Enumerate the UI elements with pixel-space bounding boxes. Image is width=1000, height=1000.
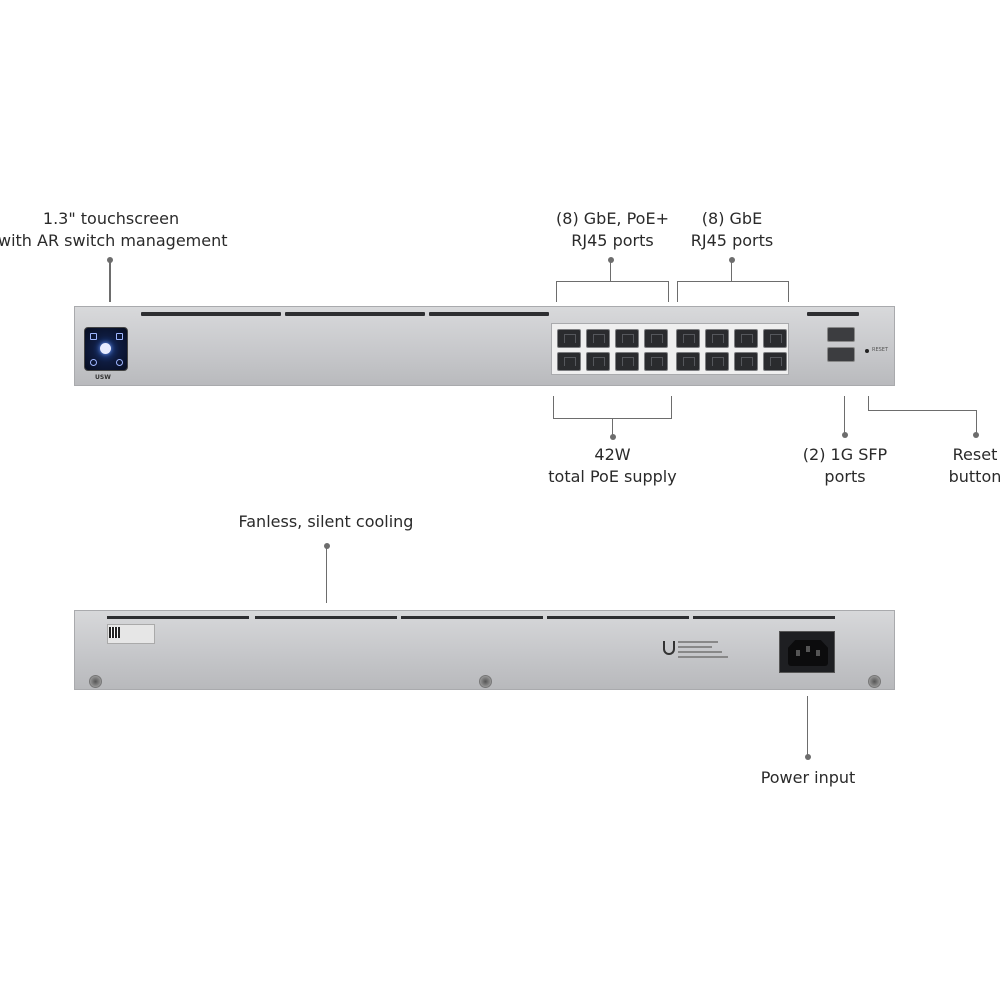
cooling-leader-dot (324, 543, 330, 549)
reset-leader-horizontal (868, 410, 977, 411)
poe-ports-bracket-left (556, 281, 557, 302)
poe-supply-bracket-right (671, 396, 672, 418)
reset-hole-icon[interactable] (865, 349, 869, 353)
screen-center-button[interactable] (100, 343, 111, 354)
gbe-ports-callout-line1: (8) GbE (701, 209, 763, 228)
poe-supply-callout: 42W total PoE supply (540, 444, 685, 488)
front-vent (429, 312, 549, 316)
gbe-ports-bracket (677, 281, 789, 282)
front-vent (285, 312, 425, 316)
rear-vent (401, 616, 543, 619)
touchscreen-callout: 1.3" touchscreen with AR switch manageme… (0, 208, 228, 252)
gbe-ports-bracket-right (788, 281, 789, 302)
cooling-callout: Fanless, silent cooling (238, 512, 414, 531)
rj45-port-icon (763, 329, 787, 348)
poe-supply-callout-line2: total PoE supply (548, 467, 677, 486)
rj45-port-icon (557, 329, 581, 348)
touchscreen-icon[interactable] (84, 327, 128, 371)
power-socket-opening (788, 640, 828, 666)
rj45-port-icon (705, 329, 729, 348)
sfp-leader-dot (842, 432, 848, 438)
rj45-port-icon (763, 352, 787, 371)
poe-ports-bracket (556, 281, 669, 282)
poe-ports-callout: (8) GbE, PoE+ RJ45 ports (540, 208, 685, 252)
front-vent (807, 312, 859, 316)
power-socket-icon[interactable] (779, 631, 835, 673)
rear-vent (547, 616, 689, 619)
touchscreen-callout-line1: 1.3" touchscreen (42, 209, 180, 228)
rj45-port-block (551, 323, 789, 375)
switch-front-panel: USW RESET (74, 306, 895, 386)
poe-ports-leader-stem (610, 260, 611, 281)
poe-ports-callout-line1: (8) GbE, PoE+ (556, 209, 669, 228)
front-vent (141, 312, 281, 316)
rj45-port-icon (586, 329, 610, 348)
sfp-leader-line (844, 396, 845, 434)
rj45-port-icon (676, 329, 700, 348)
poe-supply-leader-stem (612, 418, 613, 436)
gbe-ports-callout: (8) GbE RJ45 ports (672, 208, 792, 252)
screen-power-icon (90, 359, 97, 366)
power-input-callout: Power input (760, 768, 856, 787)
switch-rear-panel (74, 610, 895, 690)
sfp-ports-callout-line2: ports (824, 467, 866, 486)
qr-code-icon (109, 627, 120, 638)
gbe-ports-callout-line2: RJ45 ports (690, 231, 774, 250)
rj45-port-icon (615, 352, 639, 371)
rj45-port-icon (734, 329, 758, 348)
reset-leader-dot (973, 432, 979, 438)
sfp-port-icon (827, 347, 855, 362)
screw-icon (479, 675, 492, 688)
gbe-ports-leader-dot (729, 257, 735, 263)
reset-leader-vertical (868, 396, 869, 411)
rj45-port-icon (557, 352, 581, 371)
poe-supply-callout-line1: 42W (594, 445, 631, 464)
poe-supply-leader-dot (610, 434, 616, 440)
rear-vent (693, 616, 835, 619)
power-pin (816, 650, 820, 656)
rj45-port-icon (705, 352, 729, 371)
screen-ports-icon (116, 333, 123, 340)
power-leader-dot (805, 754, 811, 760)
rj45-port-icon (615, 329, 639, 348)
poe-ports-callout-line2: RJ45 ports (571, 231, 654, 250)
sfp-port-icon (827, 327, 855, 342)
power-pin (796, 650, 800, 656)
gbe-ports-leader-stem (731, 260, 732, 281)
poe-supply-bracket-left (553, 396, 554, 418)
screw-icon (868, 675, 881, 688)
rj45-port-icon (644, 329, 668, 348)
rj45-port-icon (676, 352, 700, 371)
reset-leader-drop (976, 410, 977, 434)
reset-label: RESET (872, 347, 889, 353)
poe-ports-leader-dot (608, 257, 614, 263)
reset-button-callout: Reset button (940, 444, 1000, 488)
rj45-port-icon (644, 352, 668, 371)
rj45-port-icon (586, 352, 610, 371)
power-pin (806, 646, 810, 652)
rear-vent (107, 616, 249, 619)
sfp-ports-callout-line1: (2) 1G SFP (802, 445, 888, 464)
screw-icon (89, 675, 102, 688)
screen-settings-icon (116, 359, 123, 366)
reset-button-callout-line2: button (948, 467, 1000, 486)
reset-button-callout-line1: Reset (952, 445, 998, 464)
poe-ports-bracket-right (668, 281, 669, 302)
ubiquiti-logo-icon (663, 641, 675, 655)
regulatory-marks (678, 641, 728, 661)
touchscreen-callout-line2: with AR switch management (0, 231, 228, 250)
touchscreen-leader-line (109, 260, 111, 302)
cooling-leader-line (326, 546, 327, 603)
screen-home-icon (90, 333, 97, 340)
rear-vent (255, 616, 397, 619)
sfp-ports-callout: (2) 1G SFP ports (796, 444, 894, 488)
model-badge: USW (95, 374, 111, 381)
power-leader-line (807, 696, 808, 756)
rj45-port-icon (734, 352, 758, 371)
gbe-ports-bracket-left (677, 281, 678, 302)
